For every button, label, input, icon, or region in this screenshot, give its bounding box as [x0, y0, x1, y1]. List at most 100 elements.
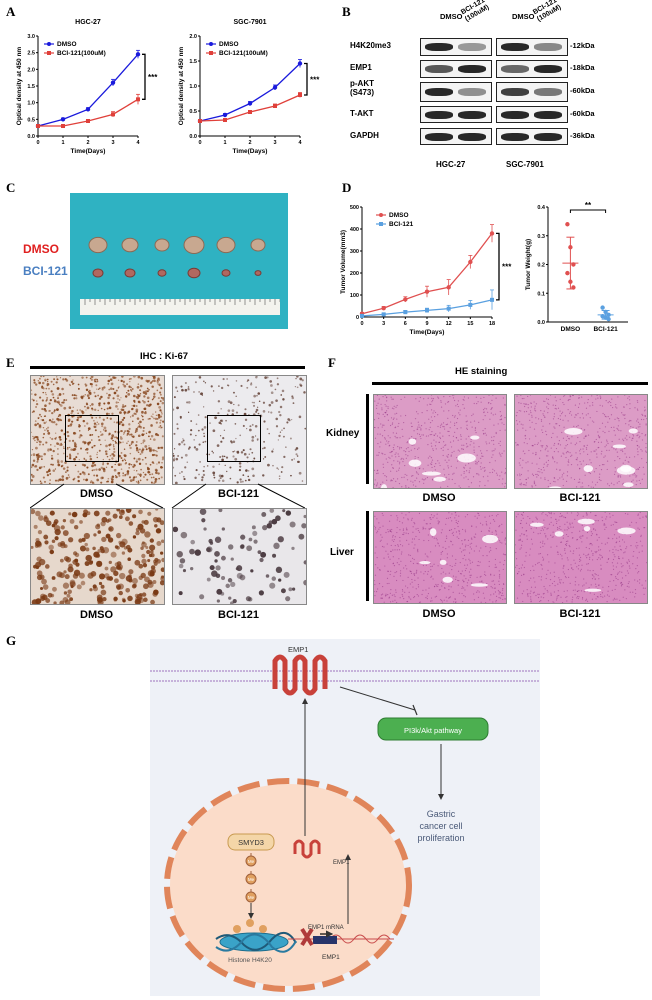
- stained-nucleus: [51, 454, 53, 457]
- stained-nucleus: [89, 588, 93, 592]
- blot-membrane: [496, 82, 568, 102]
- stained-nucleus: [93, 510, 100, 517]
- cell-nucleus: [498, 593, 500, 595]
- stained-nucleus: [47, 592, 53, 598]
- cell-nucleus: [402, 590, 404, 592]
- pi3k-pathway-label: PI3k/Akt pathway: [404, 726, 462, 735]
- cell-nucleus: [559, 581, 561, 583]
- stained-nucleus: [128, 569, 134, 575]
- cell-nucleus: [543, 414, 545, 417]
- cell-nucleus: [427, 457, 429, 459]
- cell-nucleus: [399, 536, 401, 539]
- cell-nucleus: [376, 557, 378, 559]
- cell-nucleus: [376, 472, 378, 475]
- cell-nucleus: [543, 585, 545, 588]
- stained-nucleus: [31, 463, 35, 467]
- cell-nucleus: [424, 570, 426, 573]
- stained-nucleus: [68, 406, 72, 409]
- stained-nucleus: [123, 416, 126, 419]
- cell-nucleus: [493, 436, 495, 438]
- stained-nucleus: [143, 395, 146, 398]
- cell-nucleus: [425, 523, 427, 525]
- cell-nucleus: [624, 447, 626, 450]
- cell-nucleus: [446, 423, 449, 425]
- cell-nucleus: [415, 535, 417, 538]
- cell-nucleus: [552, 432, 554, 434]
- cell-nucleus: [596, 453, 598, 455]
- cell-nucleus: [615, 584, 617, 586]
- cell-nucleus: [502, 568, 504, 571]
- histone-label: Histone H4K20: [228, 957, 272, 964]
- cell-nucleus: [392, 398, 394, 400]
- cell-nucleus: [530, 590, 532, 592]
- cell-nucleus: [548, 512, 550, 514]
- cell-nucleus: [495, 531, 497, 533]
- stained-nucleus: [107, 382, 110, 385]
- cell-nucleus: [479, 481, 481, 483]
- cell-nucleus: [457, 405, 459, 408]
- cell-nucleus: [453, 399, 456, 402]
- stained-nucleus: [249, 448, 252, 451]
- cell-nucleus: [522, 459, 524, 461]
- stained-nucleus: [218, 421, 222, 425]
- cell-nucleus: [596, 550, 598, 553]
- stained-nucleus: [117, 408, 119, 410]
- cell-nucleus: [382, 463, 384, 465]
- cell-nucleus: [559, 553, 562, 555]
- stained-nucleus: [213, 474, 215, 476]
- stained-nucleus: [152, 591, 158, 597]
- cell-nucleus: [524, 405, 526, 408]
- cell-nucleus: [455, 521, 457, 524]
- cell-nucleus: [626, 561, 628, 563]
- cell-nucleus: [601, 556, 603, 558]
- lumen: [554, 531, 564, 537]
- stained-nucleus: [46, 378, 49, 381]
- cell-nucleus: [474, 429, 476, 431]
- block-x-icon: [300, 927, 314, 947]
- cell-nucleus: [530, 406, 532, 408]
- cell-nucleus: [417, 584, 419, 586]
- cell-nucleus: [554, 585, 556, 587]
- cell-nucleus: [457, 570, 460, 572]
- cell-nucleus: [384, 475, 386, 477]
- cell-nucleus: [638, 551, 640, 553]
- cell-nucleus: [613, 580, 615, 582]
- cell-nucleus: [597, 574, 599, 576]
- cell-nucleus: [601, 516, 603, 518]
- cell-nucleus: [417, 457, 419, 459]
- stained-nucleus: [31, 448, 34, 451]
- stained-nucleus: [249, 428, 252, 432]
- stained-nucleus: [145, 546, 149, 550]
- cell-nucleus: [542, 559, 544, 561]
- cell-nucleus: [400, 447, 403, 449]
- cell-nucleus: [482, 476, 485, 478]
- cell-nucleus: [633, 472, 635, 475]
- cell-nucleus: [413, 430, 415, 432]
- cell-nucleus: [427, 435, 430, 437]
- cell-nucleus: [480, 462, 482, 464]
- cell-nucleus: [464, 569, 467, 572]
- cell-nucleus: [399, 520, 401, 523]
- cell-nucleus: [448, 473, 450, 476]
- stained-nucleus: [44, 379, 47, 382]
- cell-nucleus: [608, 586, 610, 588]
- cell-nucleus: [446, 563, 448, 565]
- cell-nucleus: [615, 403, 617, 406]
- y-tick-label: 0.0: [27, 134, 35, 140]
- stained-nucleus: [146, 466, 149, 469]
- stained-nucleus: [296, 455, 299, 457]
- data-point: [425, 308, 429, 313]
- cell-nucleus: [487, 475, 489, 477]
- cell-nucleus: [521, 540, 523, 542]
- stained-nucleus: [43, 480, 47, 483]
- stained-nucleus: [95, 468, 98, 471]
- cell-nucleus: [611, 398, 613, 400]
- cell-nucleus: [642, 587, 645, 589]
- legend-label: DMSO: [219, 41, 239, 48]
- cell-nucleus: [431, 463, 433, 466]
- cell-nucleus: [565, 544, 568, 547]
- cell-nucleus: [516, 395, 518, 397]
- cell-nucleus: [471, 561, 474, 563]
- cell-nucleus: [473, 599, 475, 601]
- stained-nucleus: [293, 458, 295, 460]
